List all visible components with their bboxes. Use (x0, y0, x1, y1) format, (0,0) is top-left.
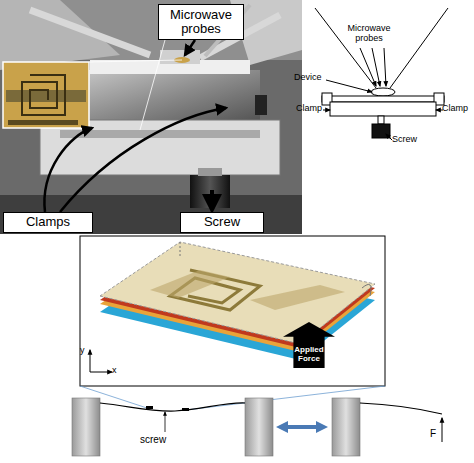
node-text: Screw (182, 215, 262, 229)
beam-schematic (72, 386, 442, 456)
part-label: F (430, 428, 440, 439)
setup-photo (0, 0, 302, 234)
inset-pointer (89, 60, 182, 62)
callout-box: Clamps (3, 212, 93, 233)
part-label: Clamp (296, 104, 326, 114)
part-label: y (80, 346, 90, 356)
leader-lines (44, 40, 226, 212)
part-label: Microwave probes (338, 24, 400, 44)
force-arrow: Applied Force (283, 322, 335, 368)
part-label: Device (294, 73, 334, 83)
device-3d-inset (80, 236, 385, 386)
part-label: x (112, 366, 122, 376)
part-label: Screw (392, 135, 432, 145)
arrow-outline (283, 322, 335, 368)
chip-inset (3, 62, 89, 128)
node-text: Clamps (5, 215, 91, 229)
node-text: Microwave probes (160, 8, 242, 37)
setup-schematic (315, 8, 448, 140)
part-label: screw (140, 434, 180, 445)
part-label: Clamp (442, 104, 474, 114)
inset-pointer (140, 40, 165, 130)
callout-box: Screw (180, 212, 264, 233)
node-text: Applied Force (293, 346, 324, 364)
callout-box: Microwave probes (158, 4, 244, 40)
